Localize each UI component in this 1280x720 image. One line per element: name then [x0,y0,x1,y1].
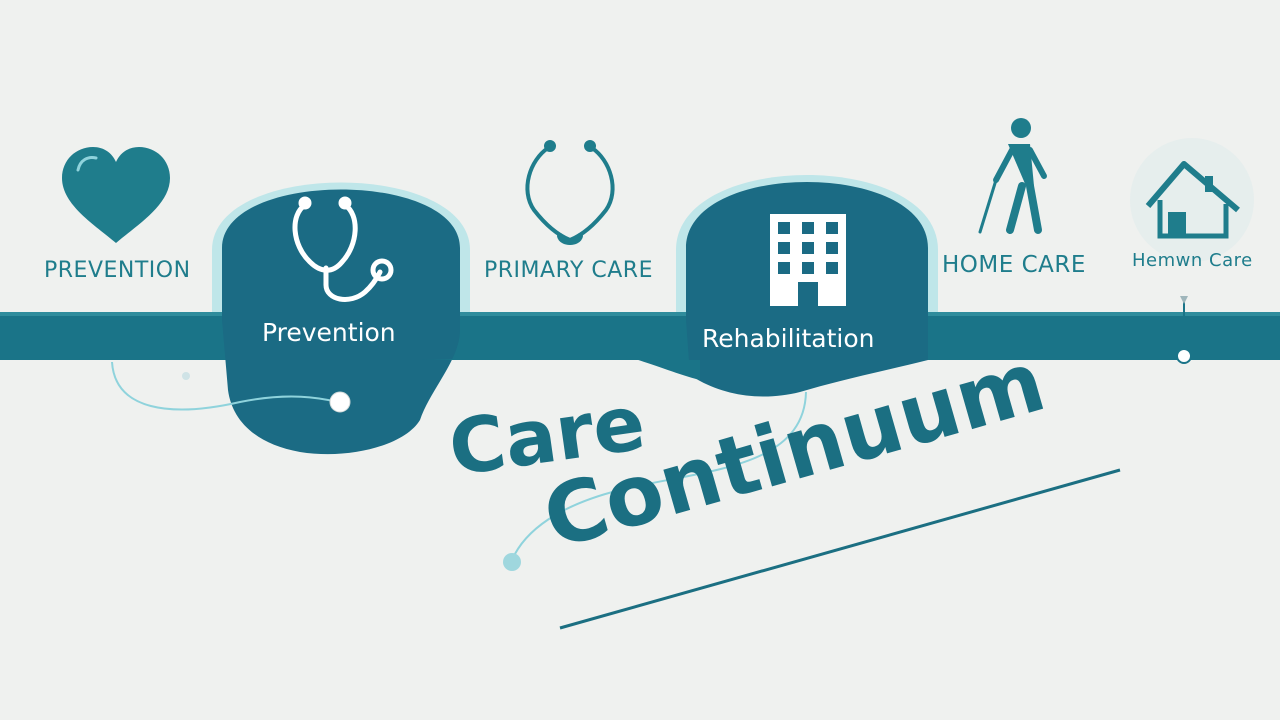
heart-icon [62,147,170,243]
walking-person-cane-icon [978,118,1047,234]
connector-dot-right [503,553,521,571]
step-label-rehabilitation: Rehabilitation [702,324,875,353]
connector-line-right [511,391,807,561]
step-label-prevention-top: PREVENTION [44,258,191,283]
step-label-primary-care: PRIMARY CARE [484,258,653,283]
continuum-band-highlight [0,312,1280,316]
stethoscope-outline-icon [525,140,615,245]
connector-dot-small [182,372,190,380]
stethoscope-icon [292,196,394,302]
step-label-home-care: HOME CARE [942,252,1086,278]
step-label-prevention-dome: Prevention [262,318,396,347]
band-swoop [420,348,700,380]
dome-prevention [222,189,460,455]
connector-dot-left [329,391,351,413]
connector-line-left [111,361,339,411]
continuum-band [0,312,1280,360]
connector-arrow-home [1180,296,1188,304]
connector-dot-home [1176,348,1192,364]
house-icon [1130,138,1254,262]
hospital-building-icon [770,214,846,306]
step-label-hemwn-care: Hemwn Care [1132,250,1253,271]
title-underline [559,468,1121,630]
